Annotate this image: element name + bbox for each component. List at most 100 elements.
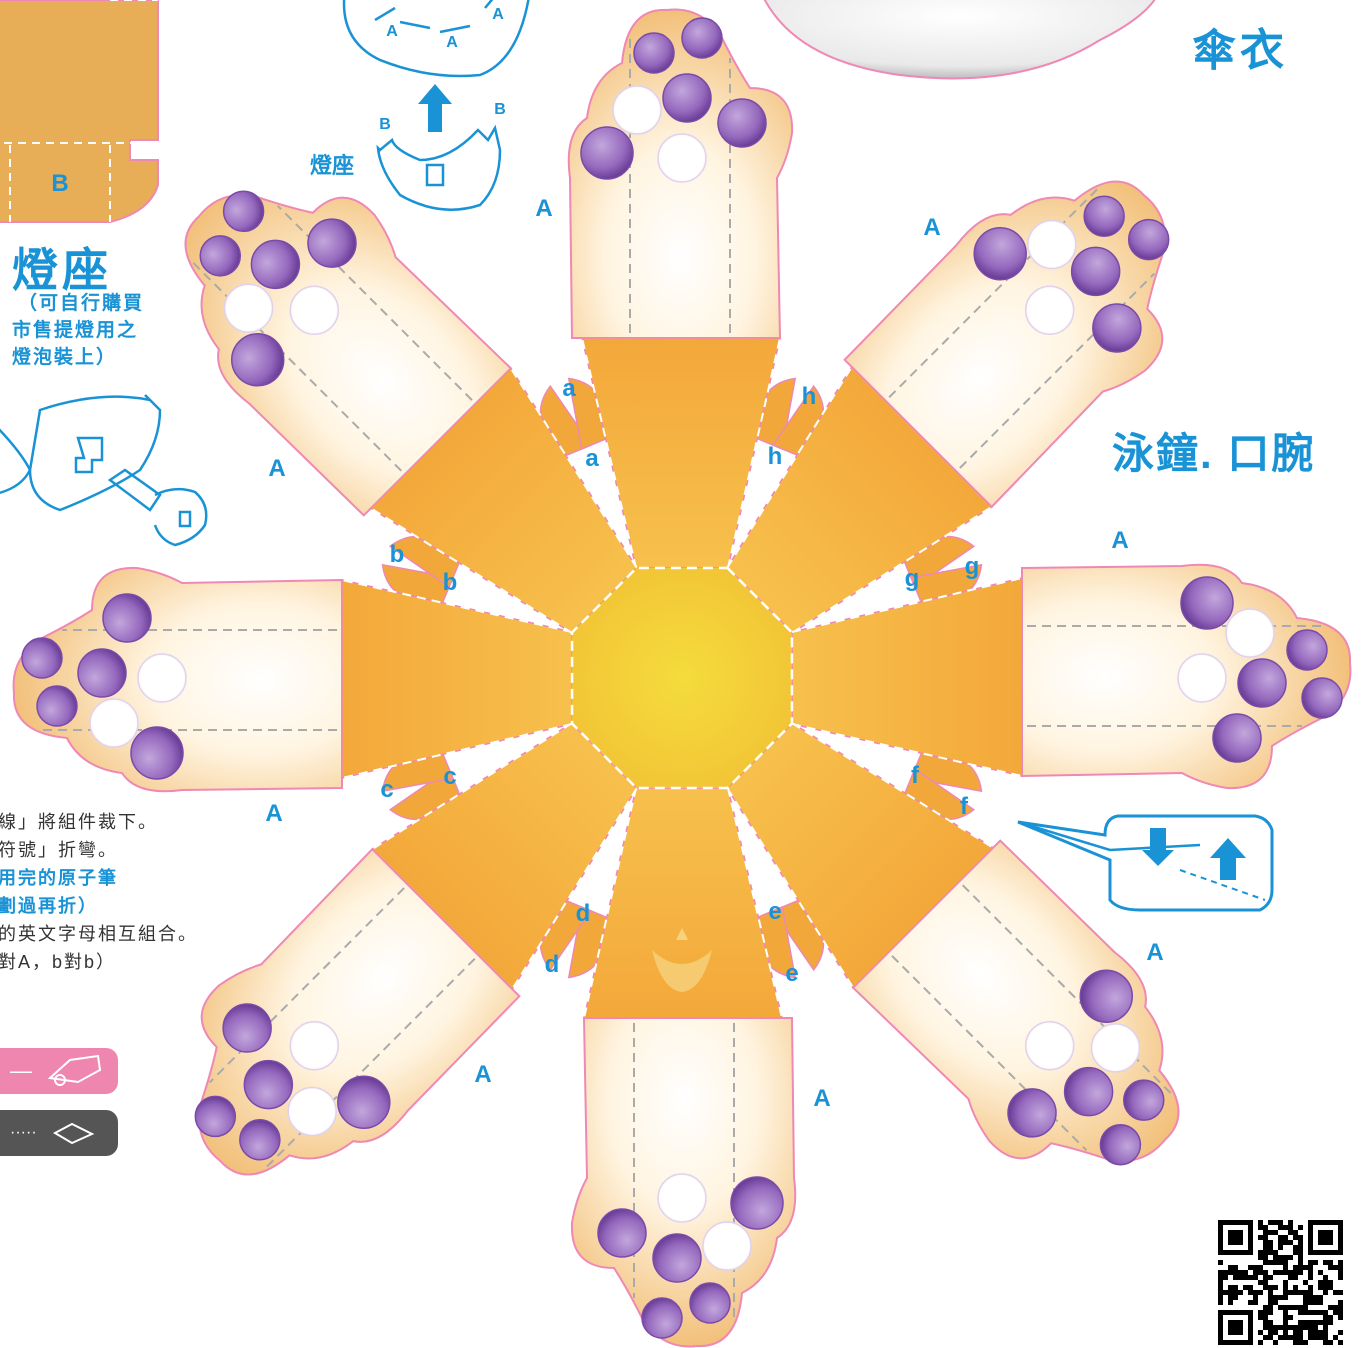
tab-label-h: h bbox=[801, 383, 817, 410]
label-B-diagram-right: B bbox=[494, 101, 506, 118]
qr-module bbox=[1318, 1285, 1323, 1290]
qr-module bbox=[1298, 1310, 1303, 1315]
qr-module bbox=[1263, 1260, 1268, 1265]
white-spot bbox=[289, 285, 340, 336]
qr-module bbox=[1303, 1265, 1308, 1270]
purple-spot bbox=[689, 1282, 731, 1324]
qr-module bbox=[1218, 1245, 1223, 1250]
qr-module bbox=[1288, 1270, 1293, 1275]
qr-module bbox=[1263, 1245, 1268, 1250]
purple-spot bbox=[230, 333, 285, 387]
purple-spot bbox=[973, 226, 1027, 281]
purple-spot bbox=[1092, 303, 1142, 353]
qr-module bbox=[1323, 1230, 1328, 1235]
purple-spot bbox=[1212, 713, 1262, 763]
fold-line bbox=[791, 723, 1023, 777]
fold-line bbox=[341, 723, 573, 779]
qr-module bbox=[1338, 1300, 1343, 1305]
qr-module bbox=[1258, 1220, 1263, 1225]
petal-1 bbox=[581, 337, 781, 569]
legend-fold: ····· bbox=[0, 1110, 120, 1156]
qr-module bbox=[1278, 1295, 1283, 1300]
qr-module bbox=[1238, 1250, 1243, 1255]
qr-module bbox=[1238, 1220, 1243, 1225]
qr-module bbox=[1298, 1335, 1303, 1340]
qr-module bbox=[1278, 1270, 1283, 1275]
purple-spot bbox=[130, 726, 184, 780]
purple-spot bbox=[222, 1003, 272, 1053]
lamp-base-piece bbox=[0, 0, 159, 223]
arm-4 bbox=[851, 839, 1180, 1166]
qr-module bbox=[1338, 1245, 1343, 1250]
qr-module bbox=[1263, 1275, 1268, 1280]
qr-module bbox=[1268, 1230, 1273, 1235]
qr-module bbox=[1288, 1325, 1293, 1330]
arm-8 bbox=[184, 190, 513, 517]
assembly-diagram bbox=[342, 0, 530, 211]
qr-module bbox=[1308, 1235, 1313, 1240]
instruction-line-4: 劃過再折） bbox=[0, 896, 98, 916]
qr-module bbox=[1298, 1340, 1303, 1345]
qr-module bbox=[1253, 1290, 1258, 1295]
qr-module bbox=[1308, 1330, 1313, 1335]
qr-module bbox=[1248, 1240, 1253, 1245]
label-B-diagram-left: B bbox=[379, 116, 391, 133]
qr-module bbox=[1238, 1270, 1243, 1275]
qr-module bbox=[1328, 1240, 1333, 1245]
arm-label-A: A bbox=[265, 800, 283, 827]
qr-module bbox=[1223, 1290, 1228, 1295]
fold-guide-icon bbox=[1017, 814, 1274, 912]
qr-module bbox=[1253, 1275, 1258, 1280]
qr-module bbox=[1283, 1280, 1288, 1285]
qr-module bbox=[1318, 1295, 1323, 1300]
qr-module bbox=[1288, 1220, 1293, 1225]
qr-module bbox=[1263, 1335, 1268, 1340]
qr-module bbox=[1313, 1220, 1318, 1225]
qr-module bbox=[1318, 1235, 1323, 1240]
white-spot bbox=[1225, 608, 1275, 658]
purple-spot bbox=[194, 1095, 237, 1138]
qr-module bbox=[1263, 1255, 1268, 1260]
qr-module bbox=[1263, 1225, 1268, 1230]
qr-module bbox=[1218, 1330, 1223, 1335]
tab-label-f: f bbox=[960, 793, 968, 820]
qr-module bbox=[1273, 1250, 1278, 1255]
petal-8 bbox=[369, 367, 638, 634]
qr-module bbox=[1218, 1275, 1223, 1280]
qr-module bbox=[1338, 1220, 1343, 1225]
qr-module bbox=[1273, 1330, 1278, 1335]
qr-module bbox=[1338, 1265, 1343, 1270]
white-spot bbox=[612, 85, 662, 135]
qr-module bbox=[1228, 1230, 1233, 1235]
instructions: 線」將組件裁下。 符號」折彎。 用完的原子筆 劃過再折） 的英文字母相互組合。 … bbox=[0, 808, 198, 976]
qr-module bbox=[1218, 1325, 1223, 1330]
qr-module bbox=[1293, 1235, 1298, 1240]
qr-module bbox=[1333, 1305, 1338, 1310]
purple-spot bbox=[250, 239, 301, 290]
qr-module bbox=[1323, 1340, 1328, 1345]
qr-module bbox=[1338, 1290, 1343, 1295]
qr-module bbox=[1308, 1300, 1313, 1305]
purple-spot bbox=[633, 32, 675, 74]
purple-spot bbox=[641, 1297, 683, 1339]
qr-module bbox=[1278, 1240, 1283, 1245]
qr-module bbox=[1218, 1335, 1223, 1340]
fold-line bbox=[727, 787, 783, 1019]
qr-module bbox=[1218, 1225, 1223, 1230]
qr-module bbox=[1238, 1275, 1243, 1280]
qr-module bbox=[1258, 1270, 1263, 1275]
qr-module bbox=[1318, 1300, 1323, 1305]
fold-line bbox=[727, 337, 781, 569]
qr-module bbox=[1268, 1335, 1273, 1340]
purple-spot bbox=[337, 1075, 391, 1130]
qr-module bbox=[1323, 1310, 1328, 1315]
qr-module bbox=[1303, 1325, 1308, 1330]
qr-module bbox=[1288, 1305, 1293, 1310]
qr-module bbox=[1333, 1250, 1338, 1255]
qr-module bbox=[1223, 1275, 1228, 1280]
purple-spot bbox=[222, 190, 265, 233]
qr-module bbox=[1308, 1220, 1313, 1225]
qr-module bbox=[1228, 1220, 1233, 1225]
fold-line bbox=[581, 337, 637, 569]
qr-module bbox=[1258, 1330, 1263, 1335]
